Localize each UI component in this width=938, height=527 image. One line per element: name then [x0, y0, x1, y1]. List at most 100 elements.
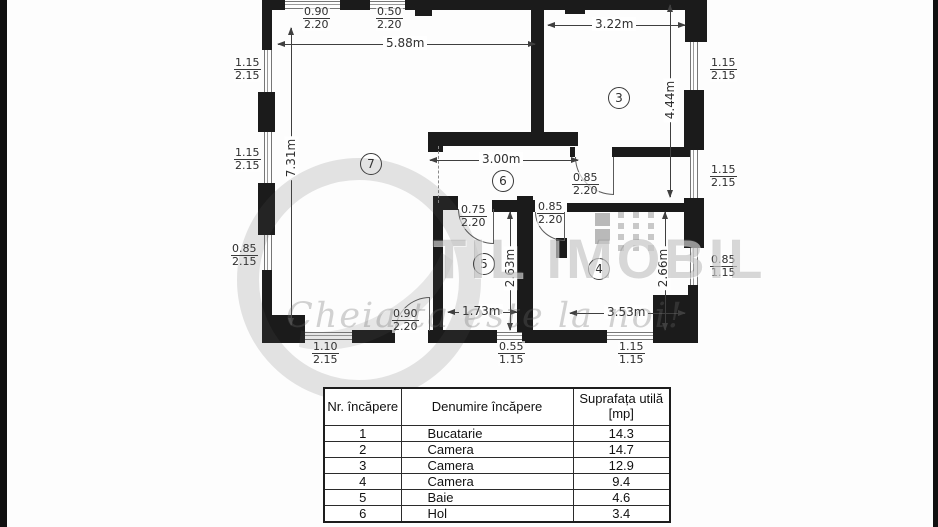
dimension-room3-width: 3.22m: [592, 17, 637, 31]
wall-pier: [684, 198, 704, 248]
opening-label-left-win3: 0.85 2.15: [231, 242, 258, 269]
cell-room-area: 14.3: [572, 425, 671, 442]
window-symbol: [690, 150, 698, 198]
cell-room-name: Camera: [400, 441, 574, 458]
opening-label-top-door: 0.90 2.20: [303, 5, 330, 32]
table-row: 5 Baie 4.6: [323, 489, 671, 506]
wall-segment: [428, 330, 497, 343]
window-symbol: [690, 42, 698, 90]
cell-room-number: 3: [323, 457, 402, 474]
table-row: 4 Camera 9.4: [323, 473, 671, 490]
room-label-5: 5: [473, 253, 495, 275]
cell-room-number: 1: [323, 425, 402, 442]
table-row: 3 Camera 12.9: [323, 457, 671, 474]
wall-segment: [428, 132, 443, 152]
cell-room-name: Hol: [400, 505, 574, 523]
wall-segment: [570, 147, 575, 157]
dimension-hall-width: 3.00m: [479, 152, 524, 166]
cell-room-area: 3.4: [572, 505, 671, 523]
opening-label-top-window: 0.50 2.20: [376, 5, 403, 32]
dimension-left-height: 7.31m: [284, 135, 299, 181]
room-label-6: 6: [492, 170, 514, 192]
opening-label-bottom-win1: 1.10 2.15: [312, 340, 339, 367]
wall-segment: [544, 0, 698, 10]
wall-segment: [522, 330, 607, 343]
opening-label-right-win1: 1.15 2.15: [710, 56, 737, 83]
opening-label-room3-door: 0.85 2.20: [572, 171, 599, 198]
wall-segment: [428, 132, 578, 146]
table-header-row: Nr. încăpere Denumire încăpere Suprafața…: [323, 387, 671, 426]
room-label-7: 7: [360, 153, 382, 175]
window-symbol: [305, 332, 352, 340]
window-symbol: [497, 332, 522, 340]
wall-segment: [517, 196, 533, 332]
dimension-room3-height: 4.44m: [663, 77, 678, 123]
cell-room-area: 9.4: [572, 473, 671, 490]
col-header-room-name: Denumire încăpere: [400, 387, 574, 426]
wall-segment: [433, 203, 443, 332]
wall-pier: [685, 0, 707, 42]
wall-segment: [262, 0, 285, 10]
wall-segment: [415, 0, 432, 16]
opening-label-right-win3: 0.85 1.15: [710, 253, 737, 280]
cell-room-number: 6: [323, 505, 402, 523]
cell-room-area: 4.6: [572, 489, 671, 506]
open-boundary-dashed-line: [438, 146, 439, 203]
furniture-block: [595, 213, 610, 226]
dimension-bath-height: 2.63m: [503, 245, 518, 291]
room-label-3: 3: [608, 87, 630, 109]
room-areas-table: Nr. încăpere Denumire încăpere Suprafața…: [323, 387, 671, 523]
wall-segment: [262, 0, 272, 50]
wall-corner: [262, 315, 305, 343]
wall-segment: [262, 270, 272, 343]
opening-label-bottom-win3: 1.15 1.15: [618, 340, 645, 367]
cell-room-number: 5: [323, 489, 402, 506]
dimension-room4-height: 2.66m: [656, 245, 671, 291]
window-symbol: [607, 332, 653, 340]
window-symbol: [264, 235, 272, 270]
furniture-dot-grid: [618, 212, 654, 251]
cell-room-number: 4: [323, 473, 402, 490]
window-symbol: [264, 50, 272, 92]
wall-segment: [556, 238, 567, 258]
wall-pier: [684, 90, 704, 150]
cell-room-area: 12.9: [572, 457, 671, 474]
wall-segment: [612, 147, 690, 157]
cell-room-number: 2: [323, 441, 402, 458]
right-black-border: [933, 0, 938, 527]
window-symbol: [690, 248, 698, 285]
wall-segment: [567, 203, 687, 212]
furniture-block: [595, 229, 610, 244]
dimension-bath-width: 1.73m: [459, 304, 504, 318]
cell-room-name: Baie: [400, 489, 574, 506]
cell-room-name: Camera: [400, 457, 574, 474]
wall-segment: [653, 330, 698, 343]
wall-pier: [258, 183, 275, 235]
wall-segment: [531, 0, 544, 146]
col-header-room-number: Nr. încăpere: [323, 387, 402, 426]
cell-room-name: Camera: [400, 473, 574, 490]
window-symbol: [264, 132, 272, 183]
table-row: 1 Bucatarie 14.3: [323, 425, 671, 442]
table-row: 2 Camera 14.7: [323, 441, 671, 458]
wall-segment: [352, 330, 395, 343]
wall-segment: [565, 0, 585, 14]
wall-segment: [405, 0, 531, 10]
opening-label-entry-door: 0.90 2.20: [392, 307, 419, 334]
table-row: 6 Hol 3.4: [323, 505, 671, 523]
room-label-4: 4: [588, 258, 610, 280]
opening-label-room4-door: 0.85 2.20: [537, 200, 564, 227]
dimension-top-width: 5.88m: [383, 36, 428, 50]
cell-room-name: Bucatarie: [400, 425, 574, 442]
opening-label-bottom-win2: 0.55 1.15: [498, 340, 525, 367]
col-header-room-area: Suprafața utilă [mp]: [572, 387, 671, 426]
wall-segment: [340, 0, 370, 10]
opening-label-right-win2: 1.15 2.15: [710, 163, 737, 190]
opening-label-left-win2: 1.15 2.15: [234, 146, 261, 173]
dimension-room4-width: 3.53m: [604, 305, 649, 319]
opening-label-bath-door: 0.75 2.20: [460, 203, 487, 230]
left-black-border: [0, 0, 7, 527]
cell-room-area: 14.7: [572, 441, 671, 458]
wall-pier: [258, 92, 275, 132]
opening-label-left-win1: 1.15 2.15: [234, 56, 261, 83]
